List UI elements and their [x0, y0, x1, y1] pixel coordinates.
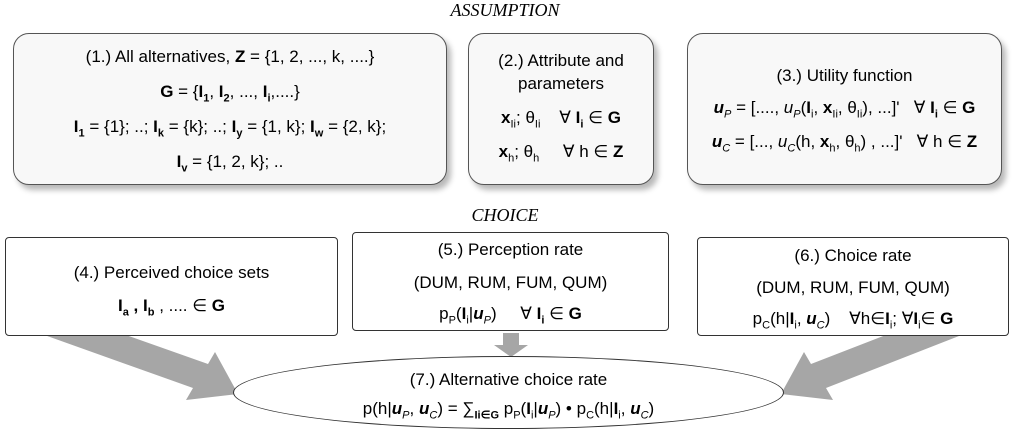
box6-title: (6.) Choice rate — [794, 246, 912, 265]
box7-formula: p(h|uP, uC) = ∑Ii∈G pP(Ii|uP) • pC(h|Ii,… — [362, 399, 655, 422]
box3-uP: uP = [...., uP(Ii, xIi, θIi), ...]' ∀ Ii… — [713, 98, 976, 121]
box5-models: (DUM, RUM, FUM, QUM) — [413, 273, 608, 292]
box-perception-rate: (5.) Perception rate (DUM, RUM, FUM, QUM… — [352, 232, 669, 331]
box2-line3: xIi; θIi ∀ Ii ∈ G — [501, 108, 621, 131]
box-attribute-parameters: (2.) Attribute and parameters xIi; θIi ∀… — [468, 33, 654, 185]
box2-title-line2: parameters — [518, 74, 604, 93]
box4-title: (4.) Perceived choice sets — [73, 263, 270, 282]
box-perceived-choice-sets: (4.) Perceived choice sets Ia , Ib , ...… — [5, 237, 338, 336]
box-all-alternatives: (1.) All alternatives, Z = {1, 2, ..., k… — [13, 33, 447, 185]
box3-title: (3.) Utility function — [776, 66, 913, 85]
set-Z: Z — [234, 47, 246, 66]
box1-line3: I1 = {1}; ..; Ik = {k}; ..; Iy = {1, k};… — [73, 117, 387, 140]
box4-sets: Ia , Ib , .... ∈ G — [117, 296, 226, 319]
ellipse-alternative-choice-rate: (7.) Alternative choice rate p(h|uP, uC)… — [233, 356, 784, 429]
box2-line4: xh; θh ∀ h ∈ Z — [498, 142, 624, 165]
assumption-title: ASSUMPTION — [450, 0, 560, 20]
box1-line2: G = {I1, I2, ..., Ii,....} — [160, 82, 300, 105]
box3-uC: uC = [..., uC(h, xh, θh) , ...]' ∀ h ∈ Z — [711, 132, 978, 155]
box1-line1-rest: = {1, 2, ..., k, ....} — [245, 47, 375, 66]
arrow-center — [494, 333, 528, 357]
box7-title: (7.) Alternative choice rate — [409, 370, 608, 389]
box-choice-rate: (6.) Choice rate (DUM, RUM, FUM, QUM) pC… — [697, 237, 1009, 336]
box1-line1-prefix: (1.) All alternatives, — [85, 47, 235, 66]
box5-formula: pP(Ii|uP) ∀ Ii ∈ G — [439, 304, 582, 327]
choice-title: CHOICE — [471, 205, 539, 225]
box2-title-line1: (2.) Attribute and — [498, 51, 624, 70]
box-utility-function: (3.) Utility function uP = [...., uP(Ii,… — [687, 33, 1002, 185]
box5-title: (5.) Perception rate — [437, 240, 584, 259]
box6-formula: pC(h|Ii, uC) ∀h∈Ii; ∀Ii∈ G — [752, 309, 954, 332]
box6-models: (DUM, RUM, FUM, QUM) — [756, 278, 950, 297]
box1-line4: Iv = {1, 2, k}; .. — [176, 152, 284, 175]
